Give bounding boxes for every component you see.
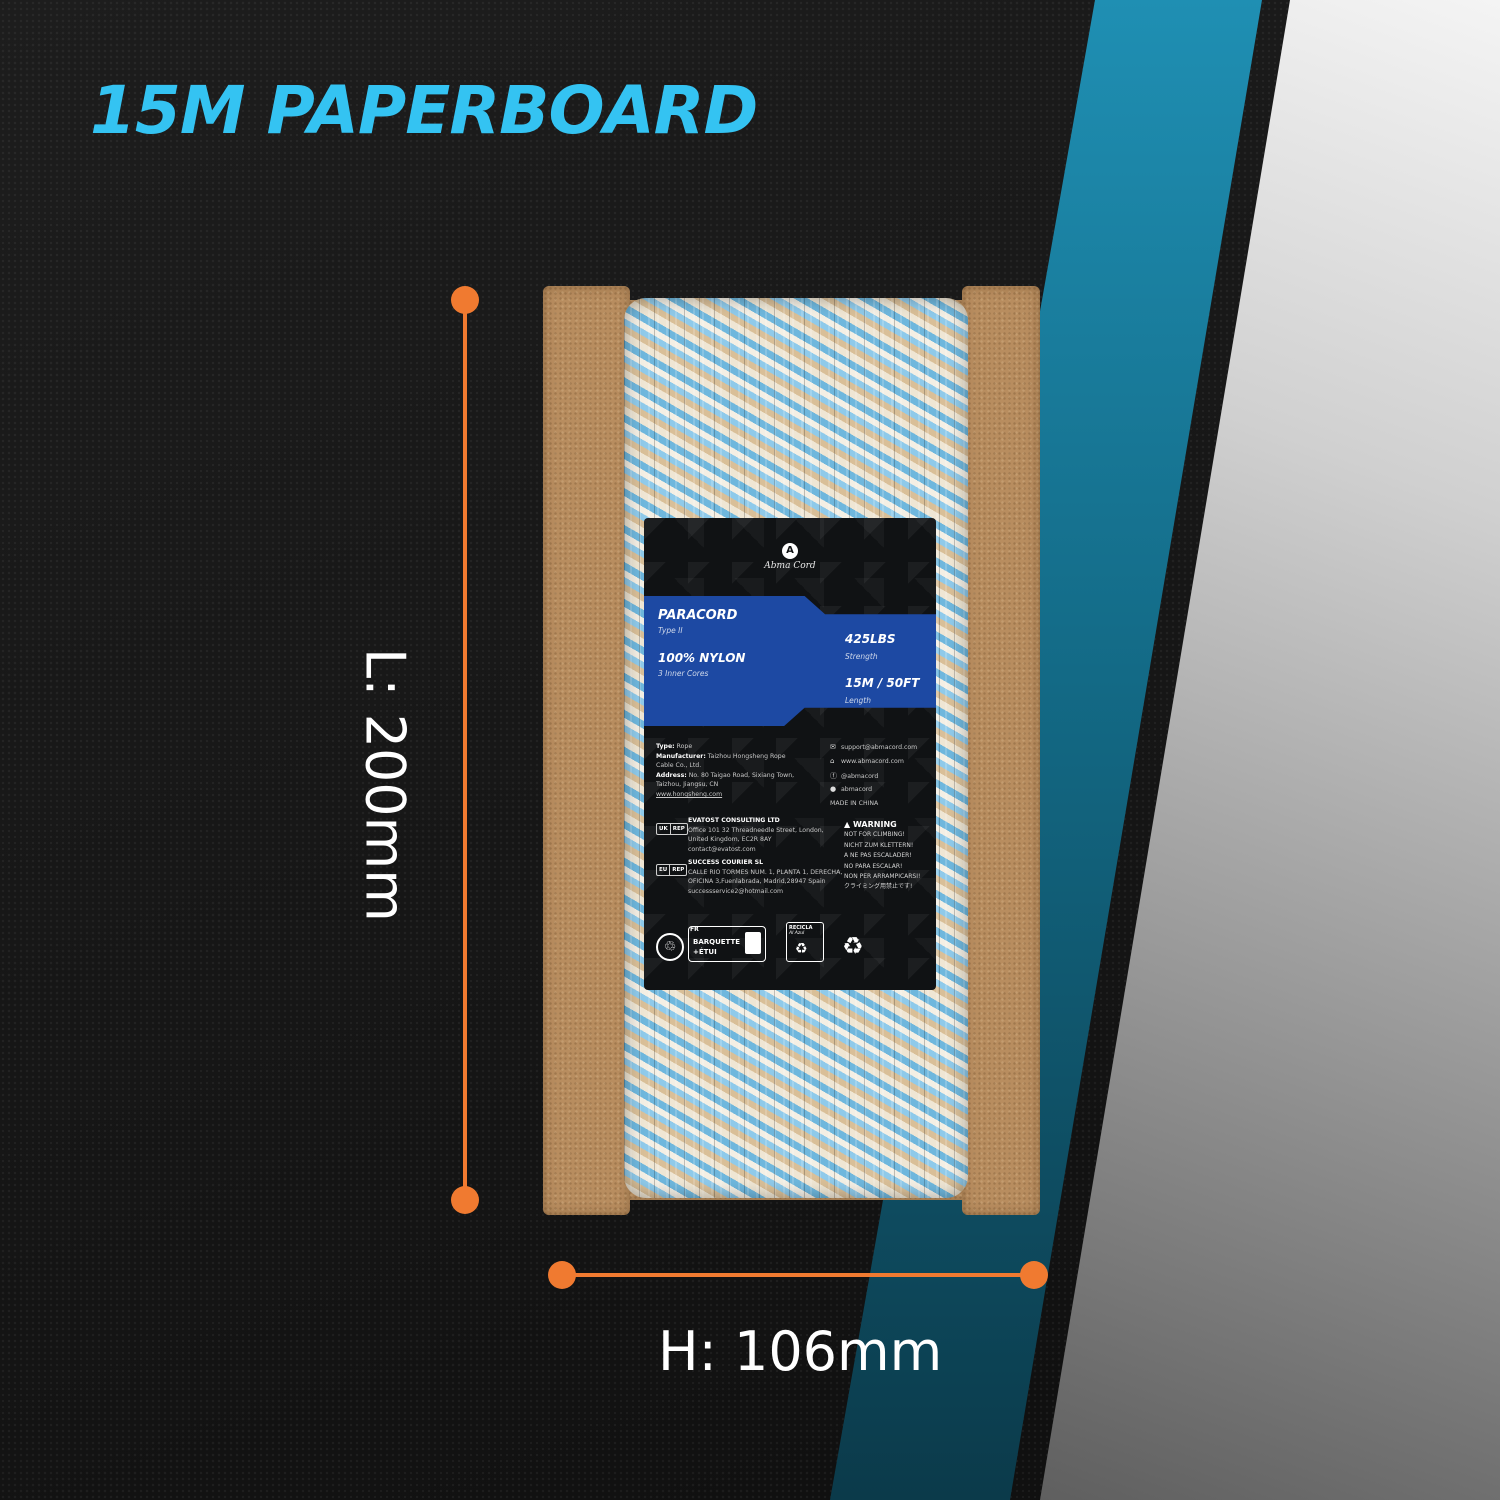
chat-icon: ● [830, 785, 837, 793]
brand-logo-icon: A [782, 543, 798, 559]
climbing-warning: ▲ WARNING NOT FOR CLIMBING! NICHT ZUM KL… [844, 820, 921, 891]
page-title: 15M PAPERBOARD [90, 72, 758, 149]
length-dimension-top-dot [451, 286, 479, 314]
contact-email: ✉support@abmacord.com [830, 743, 918, 751]
mail-icon: ✉ [830, 743, 836, 751]
height-dimension-label: H: 106mm [658, 1320, 943, 1383]
material: 100% NYLON [658, 651, 746, 665]
height-dimension-right-dot [1020, 1261, 1048, 1289]
contact-social: ●abmacord [830, 785, 873, 793]
length-dimension-bottom-dot [451, 1186, 479, 1214]
height-dimension-left-dot [548, 1261, 576, 1289]
length-caption: Length [845, 696, 872, 705]
strength-value: 425LBS [845, 632, 896, 646]
french-sorting-icon: FR BARQUETTE +ÉTUI [688, 926, 766, 962]
paperboard-right-flange [962, 286, 1040, 1215]
length-dimension-line [463, 300, 467, 1200]
manufacturer-info: Type: Rope Manufacturer: Taizhou Hongshe… [656, 743, 795, 798]
length-value: 15M / 50FT [845, 676, 920, 690]
spec-band [644, 596, 936, 726]
contact-facebook: ⓕ@abmacord [830, 772, 879, 780]
product-name: PARACORD [658, 608, 738, 623]
contact-website: ⌂www.abmacord.com [830, 757, 904, 765]
facebook-icon: ⓕ [830, 772, 837, 780]
strength-caption: Strength [845, 652, 878, 661]
recycle-icon: ♻ [842, 932, 864, 960]
recicla-icon: RECICLA Al Azul ♻ [786, 922, 824, 962]
length-dimension-label: L: 200mm [353, 648, 417, 922]
uk-rep-info: EVATOST CONSULTING LTD Office 101 32 Thr… [688, 817, 824, 853]
triman-icon: ♲ [656, 933, 684, 961]
made-in: MADE IN CHINA [830, 800, 879, 807]
product-label: A Abma Cord PARACORD Type II 100% NYLON … [644, 518, 936, 990]
brand-name: Abma Cord [764, 561, 816, 571]
eu-rep-info: SUCCESS COURIER SL CALLE RIO TORMES NUM.… [688, 859, 843, 895]
home-icon: ⌂ [830, 757, 835, 765]
person-bin-icon: ♻ [795, 941, 808, 957]
inner-cores: 3 Inner Cores [658, 669, 709, 678]
warning-icon: ▲ [844, 820, 851, 829]
paperboard-left-flange [543, 286, 630, 1215]
height-dimension-line [562, 1273, 1034, 1277]
brand-logo: A Abma Cord [644, 538, 936, 571]
product-type: Type II [658, 626, 683, 635]
bin-icon [745, 932, 761, 954]
